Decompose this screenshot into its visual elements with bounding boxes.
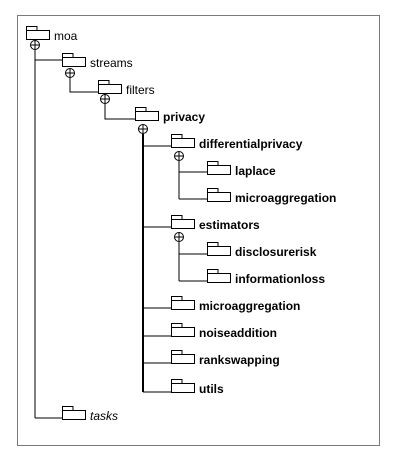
- estimators-expand-icon[interactable]: [174, 232, 184, 242]
- rankswapping-folder-icon: [171, 350, 195, 364]
- node-noiseaddition[interactable]: noiseaddition: [199, 326, 277, 340]
- streams-expand-icon[interactable]: [65, 68, 75, 78]
- informationloss-folder-icon: [207, 269, 231, 283]
- differentialprivacy-folder-icon: [171, 134, 195, 148]
- node-utils[interactable]: utils: [199, 382, 224, 396]
- node-moa[interactable]: moa: [54, 29, 78, 43]
- filters-expand-icon[interactable]: [100, 94, 110, 104]
- filters-folder-icon: [98, 80, 122, 94]
- node-differentialprivacy[interactable]: differentialprivacy: [199, 137, 303, 151]
- node-privacy[interactable]: privacy: [163, 110, 205, 124]
- node-streams[interactable]: streams: [90, 56, 133, 70]
- node-rankswapping[interactable]: rankswapping: [199, 353, 280, 367]
- differentialprivacy-expand-icon[interactable]: [174, 151, 184, 161]
- privacy-expand-icon[interactable]: [138, 124, 148, 134]
- noiseaddition-folder-icon: [171, 323, 195, 337]
- node-filters[interactable]: filters: [126, 83, 155, 97]
- connector-lines: [34, 48, 207, 419]
- node-estimators[interactable]: estimators: [199, 218, 260, 232]
- node-disclosurerisk[interactable]: disclosurerisk: [235, 245, 317, 259]
- node-informationloss[interactable]: informationloss: [235, 272, 325, 286]
- utils-folder-icon: [171, 379, 195, 393]
- node-microaggregation-dp[interactable]: microaggregation: [235, 191, 336, 205]
- tasks-folder-icon: [62, 406, 86, 420]
- streams-folder-icon: [62, 53, 86, 67]
- node-microaggregation[interactable]: microaggregation: [199, 299, 300, 313]
- node-tasks[interactable]: tasks: [90, 409, 118, 423]
- microaggregation-dp-folder-icon: [207, 188, 231, 202]
- privacy-folder-icon: [135, 107, 159, 121]
- disclosurerisk-folder-icon: [207, 242, 231, 256]
- moa-folder-icon: [26, 26, 50, 40]
- microaggregation-folder-icon: [171, 296, 195, 310]
- node-laplace[interactable]: laplace: [235, 164, 276, 178]
- laplace-folder-icon: [207, 161, 231, 175]
- diagram-frame: [17, 15, 380, 446]
- moa-expand-icon[interactable]: [30, 40, 40, 50]
- estimators-folder-icon: [171, 215, 195, 229]
